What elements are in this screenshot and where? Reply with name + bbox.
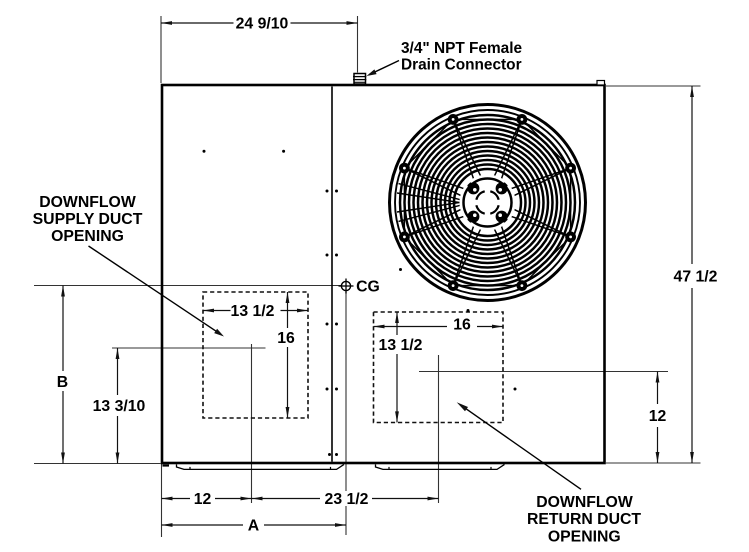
- svg-text:12: 12: [649, 408, 667, 425]
- svg-text:CG: CG: [356, 279, 380, 296]
- svg-text:Drain Connector: Drain Connector: [401, 56, 522, 73]
- svg-text:16: 16: [453, 317, 471, 334]
- svg-text:RETURN DUCT: RETURN DUCT: [527, 511, 641, 528]
- svg-text:B: B: [57, 374, 68, 391]
- svg-text:A: A: [248, 518, 259, 535]
- svg-text:13 3/10: 13 3/10: [93, 398, 146, 415]
- svg-text:13 1/2: 13 1/2: [231, 303, 275, 320]
- svg-text:DOWNFLOW: DOWNFLOW: [536, 494, 633, 511]
- svg-text:16: 16: [277, 330, 295, 347]
- svg-text:SUPPLY DUCT: SUPPLY DUCT: [33, 211, 143, 228]
- svg-text:OPENING: OPENING: [548, 528, 621, 545]
- svg-text:3/4" NPT Female: 3/4" NPT Female: [401, 40, 523, 57]
- svg-text:24 9/10: 24 9/10: [236, 16, 289, 33]
- svg-text:OPENING: OPENING: [51, 228, 124, 245]
- svg-text:12: 12: [194, 491, 212, 508]
- svg-text:23 1/2: 23 1/2: [325, 491, 369, 508]
- svg-text:13 1/2: 13 1/2: [379, 337, 423, 354]
- svg-text:DOWNFLOW: DOWNFLOW: [39, 194, 136, 211]
- svg-text:47 1/2: 47 1/2: [674, 269, 718, 286]
